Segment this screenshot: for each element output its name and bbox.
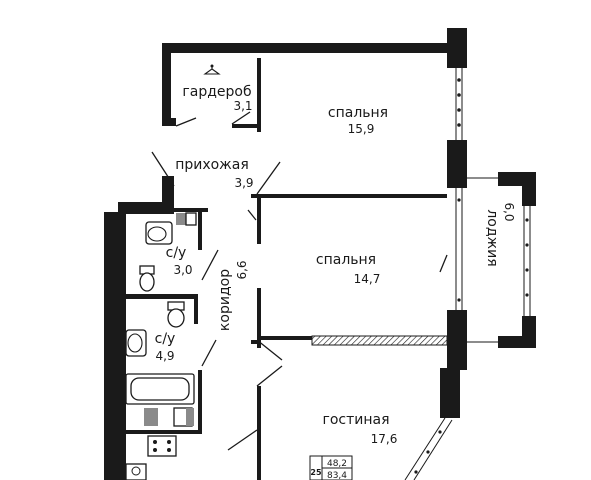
room-area: 6,0 [502,202,516,221]
room-bath-1: с/у 3,0 [166,245,193,277]
room-area: 3,9 [234,176,253,190]
door-lines [151,111,283,451]
appliance-box [176,212,197,226]
room-area: 14,7 [354,272,381,286]
room-name: коридор [217,269,233,331]
apartment-number: 25 [310,468,322,477]
room-hallway: прихожая 3,9 [175,157,253,190]
room-name: спальня [328,105,388,121]
room-name: спальня [316,252,376,268]
sink-icon [125,329,147,357]
interior-walls [126,58,448,480]
room-area: 17,6 [371,432,398,446]
room-bath-2: с/у 4,9 [155,331,176,363]
room-living: гостиная 17,6 [322,412,397,446]
room-area: 3,1 [233,99,252,113]
room-name: с/у [155,331,176,347]
window-living [404,417,453,480]
room-name: прихожая [175,157,249,173]
room-name: с/у [166,245,187,261]
room-area: 4,9 [155,349,174,363]
exterior-walls [104,28,467,480]
apartment-badge: 25 48,2 83,4 [309,455,353,480]
room-corridor: коридор 6,6 [217,260,249,331]
toilet-icon [139,265,155,292]
room-wardrobe: гардероб 3,1 [182,84,252,113]
room-name: лоджия [484,209,500,266]
living-area: 48,2 [327,459,347,469]
room-loggia: лоджия 6,0 [484,202,516,266]
window-bedroom [455,68,463,140]
bathtub-icon [125,373,195,405]
room-area: 6,6 [235,260,249,279]
total-area: 83,4 [327,471,347,480]
washer-icon [144,407,194,427]
room-name: гостиная [322,412,389,428]
room-area: 3,0 [173,263,192,277]
sink-icon [145,221,173,245]
hanger-icon [203,64,221,75]
stove-icon [125,435,177,480]
loggia-structure [439,172,536,348]
room-area: 15,9 [348,122,375,136]
toilet-icon [167,301,185,328]
room-name: гардероб [182,84,251,100]
room-bedroom-1: спальня 15,9 [328,105,388,136]
room-bedroom-2: спальня 14,7 [316,252,380,286]
